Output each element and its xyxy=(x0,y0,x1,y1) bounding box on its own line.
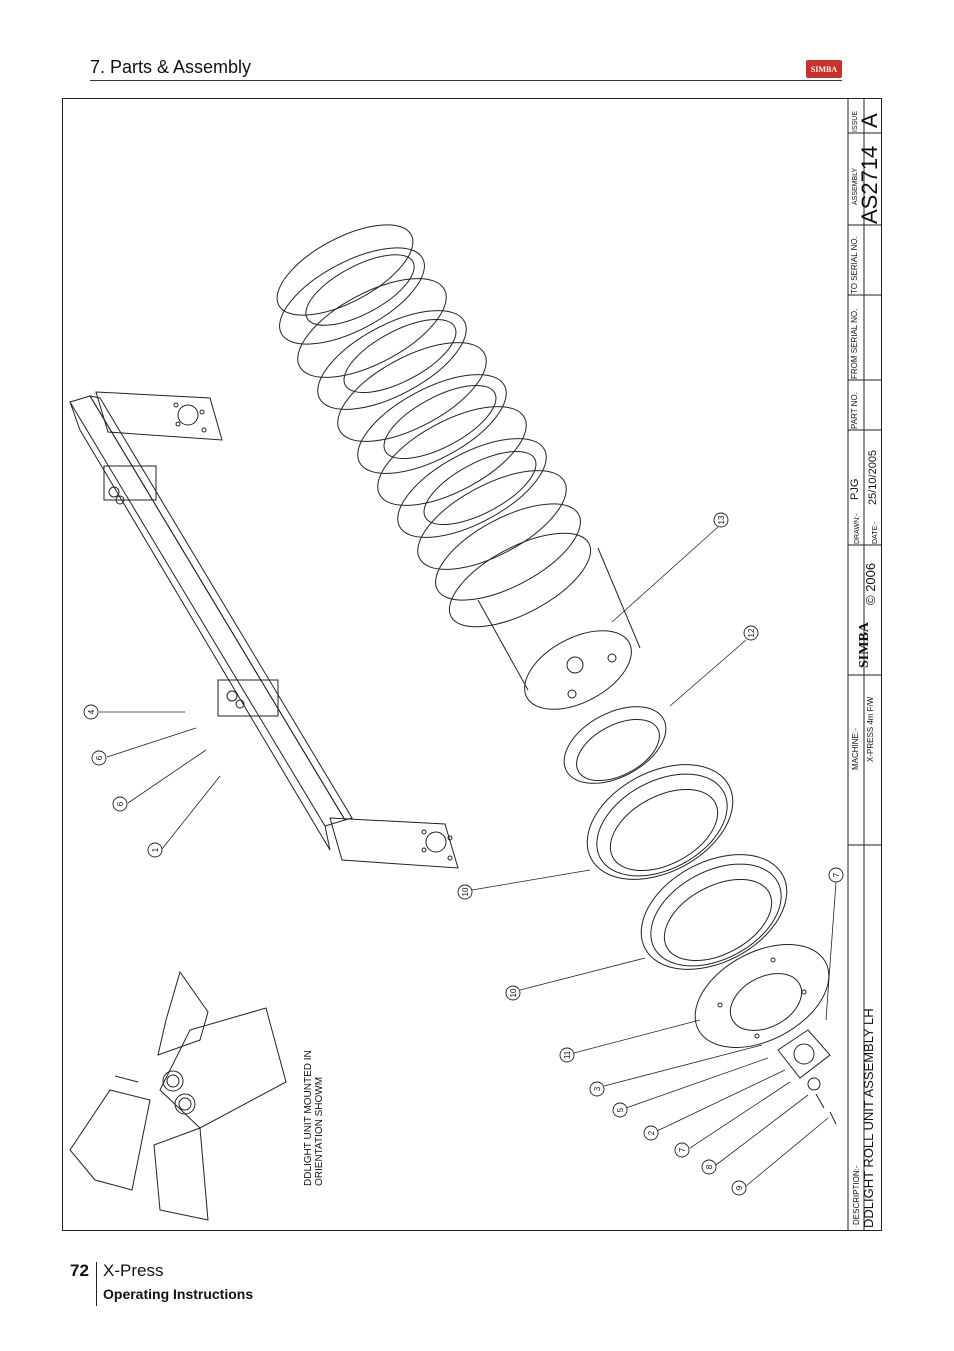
balloon-circle xyxy=(505,985,521,1001)
balloon-label: 5 xyxy=(616,1107,625,1112)
inset-orientation-view xyxy=(69,970,287,1221)
balloon-group: 4 6 6 1 10 10 11 3 5 2 7 8 9 7 12 13 xyxy=(83,512,844,1196)
balloon-circle xyxy=(589,1081,605,1097)
balloon-label: 10 xyxy=(509,988,518,997)
bearing-housing xyxy=(777,1029,837,1125)
balloon-label: 2 xyxy=(647,1130,656,1135)
balloon-circle xyxy=(713,512,729,528)
drawing-frame xyxy=(62,98,882,1231)
balloon-label: 12 xyxy=(747,628,756,637)
leader-lines xyxy=(99,526,837,1187)
balloon-circle xyxy=(828,867,844,883)
balloon-circle xyxy=(83,704,99,720)
header-divider xyxy=(90,80,842,81)
footer-subtitle: Operating Instructions xyxy=(103,1286,254,1302)
balloon-label: 3 xyxy=(593,1086,602,1091)
frame-bracket xyxy=(69,391,459,869)
from-serial-label: FROM SERIAL NO. xyxy=(850,309,859,379)
balloon-label: 9 xyxy=(735,1185,744,1190)
balloon-circle xyxy=(612,1102,628,1118)
brand-mark: SIMBA xyxy=(857,621,872,668)
issue-value: A xyxy=(857,113,882,128)
hub-cylinder xyxy=(477,547,641,710)
drawn-value: PJG xyxy=(849,479,861,500)
copyright: © 2006 xyxy=(863,563,878,605)
balloon-circle xyxy=(147,842,163,858)
balloon-label: 6 xyxy=(116,801,125,806)
date-label: DATE:- xyxy=(872,521,879,544)
balloon-label: 8 xyxy=(705,1164,714,1169)
disc-upper xyxy=(586,764,734,880)
balloon-label: 7 xyxy=(832,872,841,877)
section-title: 7. Parts & Assembly xyxy=(90,57,252,77)
roller-disc-stack xyxy=(276,224,592,628)
part-no-label: PART NO. xyxy=(850,392,859,429)
balloon-circle xyxy=(91,750,107,766)
assembly-value: AS2714 xyxy=(857,146,882,224)
balloon-circle xyxy=(674,1142,690,1158)
balloon-label: 6 xyxy=(95,755,104,760)
balloon-circle xyxy=(559,1047,575,1063)
machine-value: X-PRESS 4m F/W xyxy=(866,696,875,762)
balloon-circle xyxy=(731,1180,747,1196)
disc-lower xyxy=(640,854,788,970)
balloon-circle xyxy=(457,884,473,900)
orientation-note: DDLIGHT UNIT MOUNTED IN ORIENTATION SHOW… xyxy=(303,1050,325,1186)
balloon-label: 4 xyxy=(87,709,96,714)
description-label: DESCRIPTION:- xyxy=(852,1165,861,1225)
seal-ring xyxy=(563,706,667,784)
brand-logo: SIMBA xyxy=(806,60,842,78)
balloon-circle xyxy=(701,1159,717,1175)
date-value: 25/10/2005 xyxy=(867,450,879,505)
description-value: DDLIGHT ROLL UNIT ASSEMBLY LH xyxy=(861,1008,876,1228)
machine-label: MACHINE:- xyxy=(851,728,860,770)
balloon-circle xyxy=(643,1125,659,1141)
balloon-circle xyxy=(112,796,128,812)
mounting-plate xyxy=(694,944,830,1048)
model-name: X-Press xyxy=(103,1261,164,1280)
footer-divider xyxy=(96,1262,97,1306)
balloon-label: 10 xyxy=(461,887,470,896)
balloon-circle xyxy=(743,625,759,641)
balloon-label: 7 xyxy=(678,1147,687,1152)
note-line-2: ORIENTATION SHOWM xyxy=(314,1077,325,1186)
assembly-label: ASSEMBLY xyxy=(852,167,859,205)
balloon-label: 11 xyxy=(563,1050,572,1059)
to-serial-label: TO SERIAL NO. xyxy=(850,236,859,294)
issue-label: ISSUE xyxy=(852,111,859,132)
drawn-label: DRAWN:- xyxy=(854,513,861,544)
page-number: 72 xyxy=(70,1261,89,1280)
note-line-1: DDLIGHT UNIT MOUNTED IN xyxy=(303,1050,314,1186)
balloon-label: 1 xyxy=(151,847,160,852)
balloon-label: 13 xyxy=(717,515,726,524)
